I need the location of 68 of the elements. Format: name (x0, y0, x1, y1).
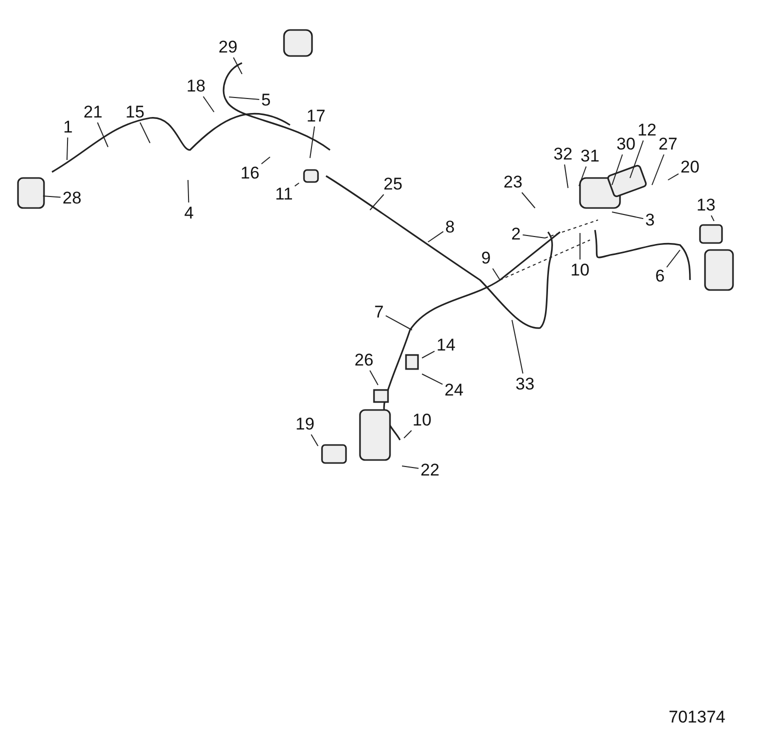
leader-line (612, 154, 623, 186)
leader-line (260, 156, 270, 164)
callout-number: 10 (412, 412, 432, 428)
callout-number: 7 (374, 304, 384, 320)
callout-number: 25 (384, 176, 402, 192)
callout-number: 8 (445, 218, 455, 236)
leader-line (385, 315, 412, 330)
callout-number: 13 (696, 196, 716, 214)
leader-line (404, 430, 412, 438)
callout-number: 28 (62, 190, 82, 206)
leader-line (232, 57, 242, 74)
leader-line (428, 231, 444, 242)
leader-line (310, 126, 315, 158)
callout-number: 32 (554, 146, 572, 162)
callout-number: 24 (444, 382, 464, 398)
callout-number: 23 (504, 174, 522, 190)
leader-line (66, 137, 68, 160)
callout-number: 2 (511, 226, 521, 242)
leader-line (422, 374, 444, 385)
callout-number: 29 (218, 38, 238, 56)
callout-number: 15 (126, 104, 144, 120)
leader-line (370, 194, 384, 210)
callout-number: 16 (240, 164, 260, 182)
leader-line (188, 180, 190, 203)
callout-number: 10 (570, 262, 590, 278)
leader-line (202, 96, 214, 112)
leader-line (710, 215, 714, 222)
callout-number: 5 (261, 92, 271, 108)
leader-line (97, 122, 108, 148)
drawing-number: 701374 (668, 708, 726, 726)
callout-number: 21 (84, 104, 102, 120)
leader-line (512, 320, 524, 374)
leader-line (612, 212, 644, 220)
leader-line (140, 122, 150, 144)
callout-number: 30 (616, 136, 636, 152)
callout-number: 22 (420, 462, 440, 478)
callout-number: 3 (645, 212, 655, 228)
callout-number: 33 (516, 376, 534, 392)
callout-number: 6 (655, 268, 665, 284)
leader-line (492, 268, 500, 280)
leader-line (522, 234, 546, 238)
leader-line (652, 154, 664, 186)
leader-line (630, 140, 644, 178)
leader-line (310, 434, 318, 446)
leader-line (228, 96, 260, 100)
callout-number: 1 (63, 118, 73, 136)
leader-line (369, 370, 378, 386)
callout-number: 11 (275, 186, 293, 202)
callout-number: 17 (306, 108, 326, 124)
leader-line (402, 466, 420, 469)
callout-number: 26 (354, 352, 374, 368)
leader-line (294, 182, 300, 187)
callout-number: 12 (638, 122, 656, 138)
leader-line (666, 250, 680, 268)
leader-line (564, 164, 568, 188)
callout-number: 19 (296, 416, 314, 432)
callout-number: 27 (658, 136, 678, 152)
leader-line (521, 192, 536, 208)
callout-number: 14 (436, 336, 456, 354)
callout-number: 20 (680, 158, 700, 176)
callout-number: 18 (186, 78, 206, 94)
leader-line (42, 196, 62, 198)
leader-line (422, 350, 436, 358)
leader-line (578, 166, 587, 186)
callout-number: 9 (481, 250, 491, 266)
leader-line (668, 173, 680, 180)
callout-number: 31 (580, 148, 600, 164)
callout-number: 4 (184, 204, 194, 222)
